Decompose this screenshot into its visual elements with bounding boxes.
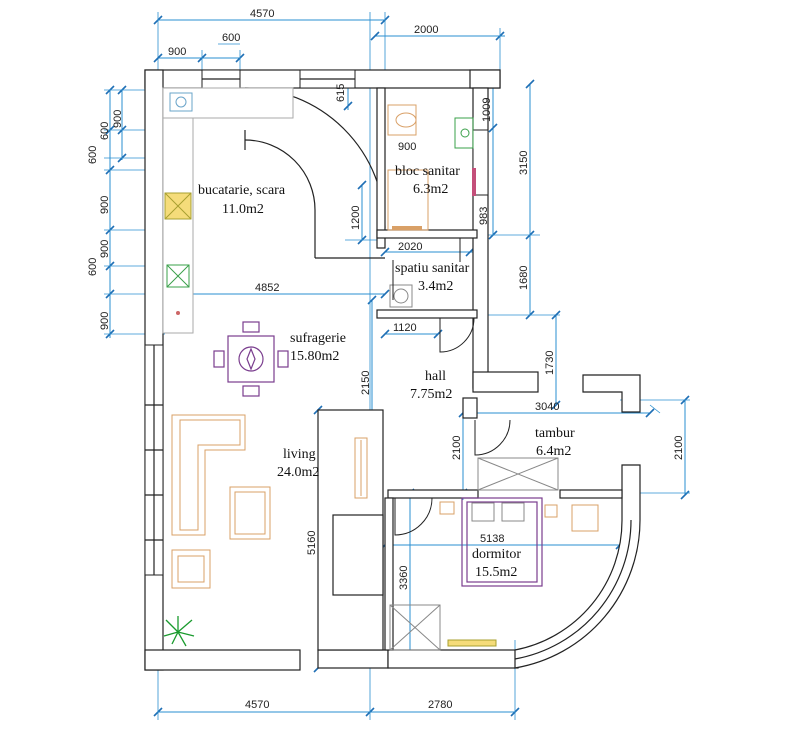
corner-sofa bbox=[171, 414, 246, 536]
dim-left-600-a: 600 bbox=[99, 122, 111, 140]
dim-hall-1730: 1730 bbox=[544, 351, 556, 375]
dimension-labels: 4570 900 600 2000 615 900 600 600 900 90… bbox=[87, 8, 685, 711]
armchair bbox=[171, 549, 211, 589]
dim-vestibule-width: 3040 bbox=[535, 401, 559, 413]
dim-living-height: 5160 bbox=[306, 531, 318, 555]
room-area-living: 24.0m2 bbox=[277, 465, 319, 480]
room-area-bathroom: 6.3m2 bbox=[413, 182, 448, 197]
toilet-icon bbox=[387, 104, 417, 136]
dim-bath-side: 1009 bbox=[481, 98, 493, 122]
coffee-table bbox=[229, 486, 271, 540]
room-area-dining: 15.80m2 bbox=[290, 349, 339, 364]
dim-dining-width: 4852 bbox=[255, 282, 279, 294]
dim-hall-1120: 1120 bbox=[393, 322, 417, 334]
dim-left-600-c: 600 bbox=[87, 258, 99, 276]
room-name-hall: hall bbox=[425, 369, 446, 384]
room-area-kitchen: 11.0m2 bbox=[222, 202, 264, 217]
dim-kitchen-wall: 615 bbox=[335, 84, 347, 102]
dim-bottom-left: 4570 bbox=[245, 699, 269, 711]
room-name-living: living bbox=[283, 447, 316, 462]
dim-vestibule-height-right: 2100 bbox=[673, 436, 685, 460]
room-labels: bucatarie, scara 11.0m2 bloc sanitar 6.3… bbox=[198, 164, 575, 580]
dim-bath-height: 3150 bbox=[518, 151, 530, 175]
dim-top-right: 2000 bbox=[414, 24, 438, 36]
dim-left-900-b: 900 bbox=[99, 196, 111, 214]
tv-cabinet bbox=[354, 437, 368, 499]
shower-tray bbox=[387, 169, 429, 231]
plant-icon bbox=[163, 616, 195, 647]
washing-machine-icon bbox=[389, 284, 413, 308]
dim-top-total: 4570 bbox=[250, 8, 274, 20]
wardrobe-bedroom bbox=[389, 604, 441, 651]
room-area-vestibule: 6.4m2 bbox=[536, 444, 571, 459]
dim-top-window-b: 600 bbox=[222, 32, 240, 44]
kitchen-counter bbox=[162, 87, 294, 334]
dim-top-window-a: 900 bbox=[168, 46, 186, 58]
wardrobe-vestibule bbox=[477, 457, 559, 491]
dim-left-900-c: 900 bbox=[99, 240, 111, 258]
room-name-kitchen: bucatarie, scara bbox=[198, 183, 286, 198]
room-name-utility: spatiu sanitar bbox=[395, 261, 470, 276]
dim-vestibule-height-left: 2100 bbox=[451, 436, 463, 460]
dim-bedroom-height: 3360 bbox=[398, 566, 410, 590]
dim-bedroom-width: 5138 bbox=[480, 533, 504, 545]
bathroom-fixtures bbox=[387, 104, 476, 308]
dining-table bbox=[213, 321, 289, 397]
dim-hall-height: 2150 bbox=[360, 371, 372, 395]
room-name-vestibule: tambur bbox=[535, 426, 575, 441]
walls bbox=[144, 69, 641, 671]
dim-left-600-b: 600 bbox=[87, 146, 99, 164]
dim-stair: 1200 bbox=[350, 206, 362, 230]
room-area-utility: 3.4m2 bbox=[418, 279, 453, 294]
room-name-bedroom: dormitor bbox=[472, 547, 521, 562]
doors bbox=[392, 238, 511, 536]
bed bbox=[461, 497, 543, 587]
dim-bath-inner: 983 bbox=[478, 207, 490, 225]
dim-left-900-a: 900 bbox=[112, 110, 124, 128]
washbasin-icon bbox=[454, 117, 474, 149]
bedroom-furniture bbox=[389, 457, 599, 651]
dim-bottom-right: 2780 bbox=[428, 699, 452, 711]
sink-icon bbox=[169, 92, 193, 112]
dim-left-900-d: 900 bbox=[99, 312, 111, 330]
dim-bath-door: 900 bbox=[398, 141, 416, 153]
dim-utility-height: 1680 bbox=[518, 266, 530, 290]
room-name-bathroom: bloc sanitar bbox=[395, 164, 460, 179]
fridge-icon bbox=[166, 264, 190, 288]
room-name-dining: sufragerie bbox=[290, 331, 346, 346]
room-area-bedroom: 15.5m2 bbox=[475, 565, 517, 580]
desk-chair bbox=[571, 504, 599, 532]
room-area-hall: 7.75m2 bbox=[410, 387, 452, 402]
living-furniture bbox=[171, 414, 368, 589]
dim-utility-width: 2020 bbox=[398, 241, 422, 253]
